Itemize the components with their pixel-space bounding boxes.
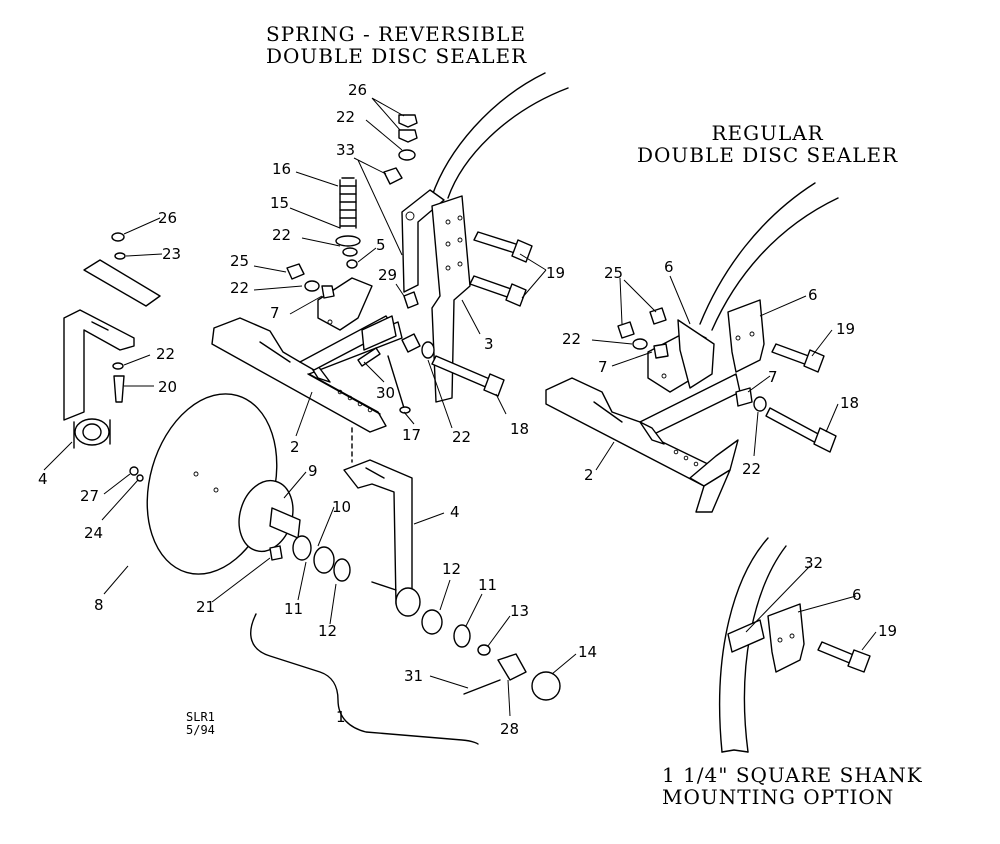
callout-26-left: 26 [158, 209, 177, 227]
callout-27: 27 [80, 487, 99, 505]
callout-30: 30 [376, 384, 395, 402]
callout-4-left: 4 [38, 470, 48, 488]
callout-22-spring: 22 [272, 226, 291, 244]
callout-18-regular: 18 [840, 394, 859, 412]
callout-6-regular-arm: 6 [664, 258, 674, 276]
callout-1: 1 [336, 708, 346, 726]
callout-13: 13 [510, 602, 529, 620]
callout-23: 23 [162, 245, 181, 263]
bushing-part-29 [401, 291, 421, 353]
callout-9: 9 [308, 462, 318, 480]
clamp-part-6-regular [727, 299, 765, 373]
callout-11-inner: 11 [284, 600, 303, 618]
callout-7-regular-left: 7 [598, 358, 608, 376]
leader-lines [43, 97, 877, 717]
callout-2-spring: 2 [290, 438, 300, 456]
callout-28: 28 [500, 720, 519, 738]
callout-31: 31 [404, 667, 423, 685]
callout-22-left: 22 [156, 345, 175, 363]
clamp-part-32 [727, 603, 871, 673]
callout-22-top: 22 [336, 108, 355, 126]
callout-19-spring: 19 [546, 264, 565, 282]
callout-32: 32 [804, 554, 823, 572]
callout-12-inner: 12 [318, 622, 337, 640]
callout-20: 20 [158, 378, 177, 396]
callout-22-regular: 22 [562, 330, 581, 348]
regular-title-line-1: REGULAR [711, 121, 824, 145]
callout-6-option: 6 [852, 586, 862, 604]
callout-33: 33 [336, 141, 355, 159]
pin-part-17-30 [357, 341, 435, 414]
callout-24: 24 [84, 524, 103, 542]
regular-sealer-title: REGULAR DOUBLE DISC SEALER [637, 122, 898, 166]
outboard-hardware [129, 466, 561, 701]
hub-part-9 [238, 479, 351, 582]
spring-part-16 [335, 177, 361, 269]
regular-title-line-2: DOUBLE DISC SEALER [637, 143, 899, 167]
spring-reversible-title: SPRING - REVERSIBLE DOUBLE DISC SEALER [266, 23, 527, 67]
frame-bar-regular-part-2 [545, 373, 741, 513]
callout-25-spring: 25 [230, 252, 249, 270]
mount-bracket-part-3 [401, 189, 471, 403]
callout-6-regular-clamp: 6 [808, 286, 818, 304]
callout-25-regular: 25 [604, 264, 623, 282]
callout-10: 10 [332, 498, 351, 516]
frame-arm-spring [299, 315, 397, 371]
hardware-regular [617, 307, 837, 453]
callout-19-option: 19 [878, 622, 897, 640]
callout-3: 3 [484, 335, 494, 353]
callout-29: 29 [378, 266, 397, 284]
callout-7-spring: 7 [270, 304, 280, 322]
callout-18-spring: 18 [510, 420, 529, 438]
callout-22-pin: 22 [452, 428, 471, 446]
pivot-arm [317, 277, 373, 331]
spring-title-line-2: DOUBLE DISC SEALER [266, 44, 528, 68]
shank-curve-spring [431, 72, 569, 199]
callout-26-top: 26 [348, 81, 367, 99]
bolt-part-18-spring [431, 355, 505, 397]
callout-16: 16 [272, 160, 291, 178]
option-title-line-1: 1 1/4" SQUARE SHANK [662, 763, 923, 787]
callout-2-regular: 2 [584, 466, 594, 484]
callout-22-regular-washer: 22 [742, 460, 761, 478]
shank-curve-regular [699, 182, 839, 331]
callout-21: 21 [196, 598, 215, 616]
callout-4-center: 4 [450, 503, 460, 521]
assembly-brace-part-1 [250, 613, 479, 745]
drawing-code: SLR1 5/94 [186, 711, 215, 737]
callout-labels: 26 22 33 16 15 22 5 25 22 29 7 19 3 30 1… [38, 81, 897, 738]
callout-17: 17 [402, 426, 421, 444]
callout-11-outer: 11 [478, 576, 497, 594]
option-title-line-2: MOUNTING OPTION [662, 785, 895, 809]
mounting-option-title: 1 1/4" SQUARE SHANK MOUNTING OPTION [662, 764, 923, 808]
callout-8: 8 [94, 596, 104, 614]
callout-22-nut: 22 [230, 279, 249, 297]
callout-5: 5 [376, 236, 386, 254]
bracket-part-4-left [63, 232, 161, 449]
callout-19-regular: 19 [836, 320, 855, 338]
bolt-part-19-spring [469, 231, 533, 307]
nut-part-25 [286, 263, 335, 299]
drawing-code-date: 5/94 [186, 723, 215, 737]
callout-7-regular-right: 7 [768, 368, 778, 386]
callout-12-outer: 12 [442, 560, 461, 578]
spring-title-line-1: SPRING - REVERSIBLE [266, 22, 527, 46]
drawing-code-id: SLR1 [186, 710, 215, 724]
callout-15: 15 [270, 194, 289, 212]
callout-14: 14 [578, 643, 597, 661]
washer-part-22-stack [383, 114, 418, 185]
bracket-part-4-center [343, 427, 421, 617]
